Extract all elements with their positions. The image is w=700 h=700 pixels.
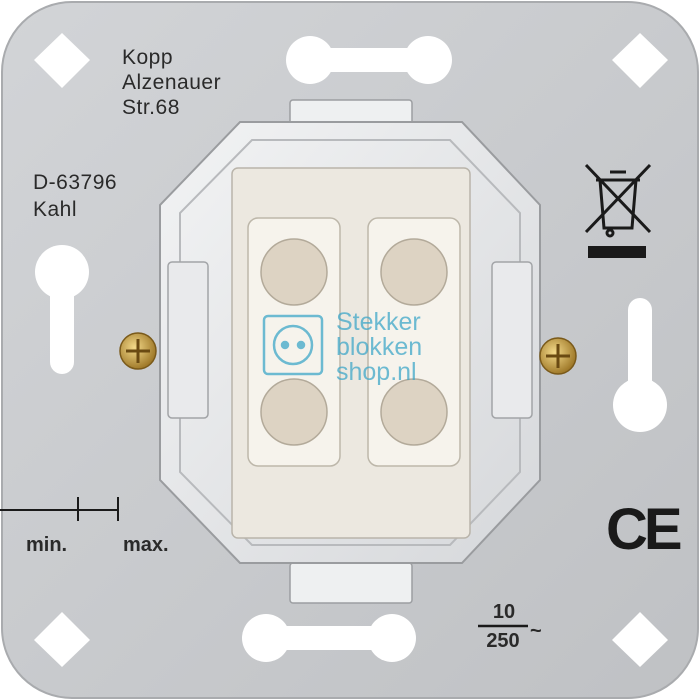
manufacturer-postcode: D-63796 xyxy=(33,171,118,194)
terminal-hole-2 xyxy=(380,238,448,306)
watermark-line-2: blokken xyxy=(336,333,423,361)
manufacturer-street: Alzenauer xyxy=(122,71,222,94)
socket-icon xyxy=(262,314,324,376)
slot-top-bar xyxy=(310,48,428,72)
manufacturer-name: Kopp xyxy=(122,46,174,69)
keyhole-left-end xyxy=(50,350,74,374)
side-bracket-left xyxy=(167,261,209,419)
hole-bottom-left xyxy=(34,612,90,667)
weee-bar xyxy=(588,246,646,258)
side-bracket-right xyxy=(491,261,533,419)
terminal-hole-3 xyxy=(260,378,328,446)
keyhole-left-stem xyxy=(50,272,74,362)
watermark-line-1: Stekker xyxy=(336,308,421,336)
crossed-bin-icon xyxy=(584,163,652,238)
watermark-line-3: shop.nl xyxy=(336,358,417,386)
terminal-hole-1 xyxy=(260,238,328,306)
hole-bottom-right xyxy=(612,612,668,667)
rating-ac-symbol: ~ xyxy=(530,620,542,642)
manufacturer-city: Kahl xyxy=(33,198,78,221)
gauge-max-label: max. xyxy=(123,534,169,556)
mounting-slots xyxy=(35,36,667,662)
terminal-hole-4 xyxy=(380,378,448,446)
slot-bottom-bar xyxy=(266,626,392,650)
hole-top-left xyxy=(34,33,90,88)
gauge-min-label: min. xyxy=(26,534,68,556)
corner-holes xyxy=(34,33,668,667)
ce-mark: CE xyxy=(606,497,683,562)
screw-right-slot xyxy=(546,344,570,368)
manufacturer-street-number: Str.68 xyxy=(122,96,180,119)
rating-current: 10 xyxy=(492,601,516,623)
clip-bottom xyxy=(289,562,413,604)
terminal-blocks xyxy=(247,217,461,467)
screw-left-slot xyxy=(126,339,150,363)
hole-top-right xyxy=(612,33,668,88)
rating-voltage: 250 xyxy=(486,630,520,652)
keyhole-right-bottom xyxy=(613,378,667,432)
strip-length-gauge xyxy=(0,497,119,521)
